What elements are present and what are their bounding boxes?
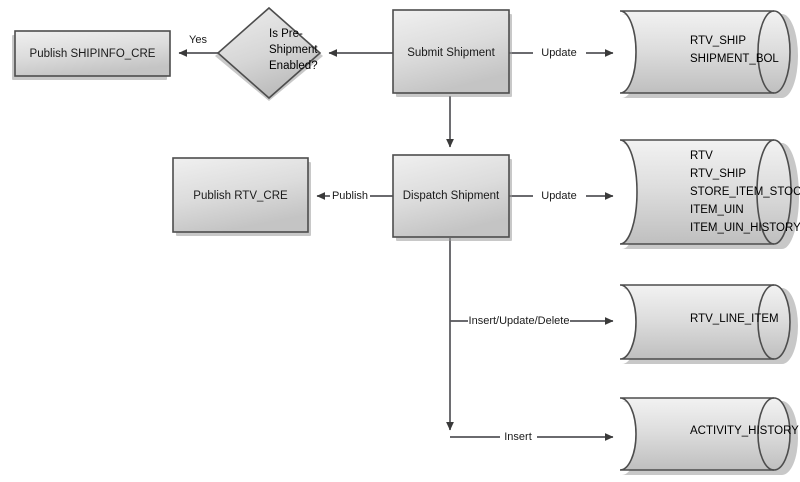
edge-label-publish: Publish: [332, 190, 368, 202]
datastore-activity-history[interactable]: ACTIVITY_HISTORY: [619, 397, 799, 475]
datastore-rtv-ship-shipment-bol[interactable]: RTV_SHIP SHIPMENT_BOL: [619, 10, 798, 98]
decision-label-line3: Enabled?: [269, 60, 318, 72]
datastore-rtv-multi-line-3: ITEM_UIN: [690, 204, 744, 216]
datastore-rtv-line-item-line-0: RTV_LINE_ITEM: [690, 313, 779, 325]
node-is-pre-shipment-enabled[interactable]: Is Pre- Shipment Enabled?: [215, 6, 323, 101]
datastore-rtv-line-item[interactable]: RTV_LINE_ITEM: [619, 284, 798, 364]
node-dispatch-shipment-label: Dispatch Shipment: [403, 190, 500, 202]
datastore-activity-history-line-0: ACTIVITY_HISTORY: [690, 425, 799, 437]
node-dispatch-shipment[interactable]: Dispatch Shipment: [392, 154, 512, 241]
datastore-rtv-multi-line-2: STORE_ITEM_STOCK: [690, 186, 800, 198]
edge-label-yes: Yes: [189, 34, 207, 46]
node-publish-rtv-cre[interactable]: Publish RTV_CRE: [172, 157, 311, 236]
node-publish-shipinfo-cre[interactable]: Publish SHIPINFO_CRE: [12, 30, 171, 80]
node-submit-shipment-label: Submit Shipment: [407, 47, 495, 59]
datastore-rtv-multi-line-0: RTV: [690, 150, 713, 162]
decision-label-line2: Shipment: [269, 44, 318, 56]
edge-label-insert: Insert: [504, 431, 532, 443]
edge-label-update-top: Update: [541, 47, 576, 59]
datastore-rtv-multi-line-1: RTV_SHIP: [690, 168, 746, 180]
edge-label-insert-update-delete: Insert/Update/Delete: [469, 315, 570, 327]
decision-label-line1: Is Pre-: [269, 28, 303, 40]
node-submit-shipment[interactable]: Submit Shipment: [392, 9, 512, 97]
node-publish-shipinfo-cre-label: Publish SHIPINFO_CRE: [30, 48, 156, 60]
datastore-rtv-multi-line-4: ITEM_UIN_HISTORY: [690, 222, 800, 234]
datastore-rtv-ship-line-1: SHIPMENT_BOL: [690, 53, 779, 65]
edge-label-update-mid: Update: [541, 190, 576, 202]
datastore-rtv-ship-line-0: RTV_SHIP: [690, 35, 746, 47]
datastore-rtv-multi[interactable]: RTV RTV_SHIP STORE_ITEM_STOCK ITEM_UIN I…: [619, 139, 800, 249]
node-publish-rtv-cre-label: Publish RTV_CRE: [193, 190, 288, 202]
